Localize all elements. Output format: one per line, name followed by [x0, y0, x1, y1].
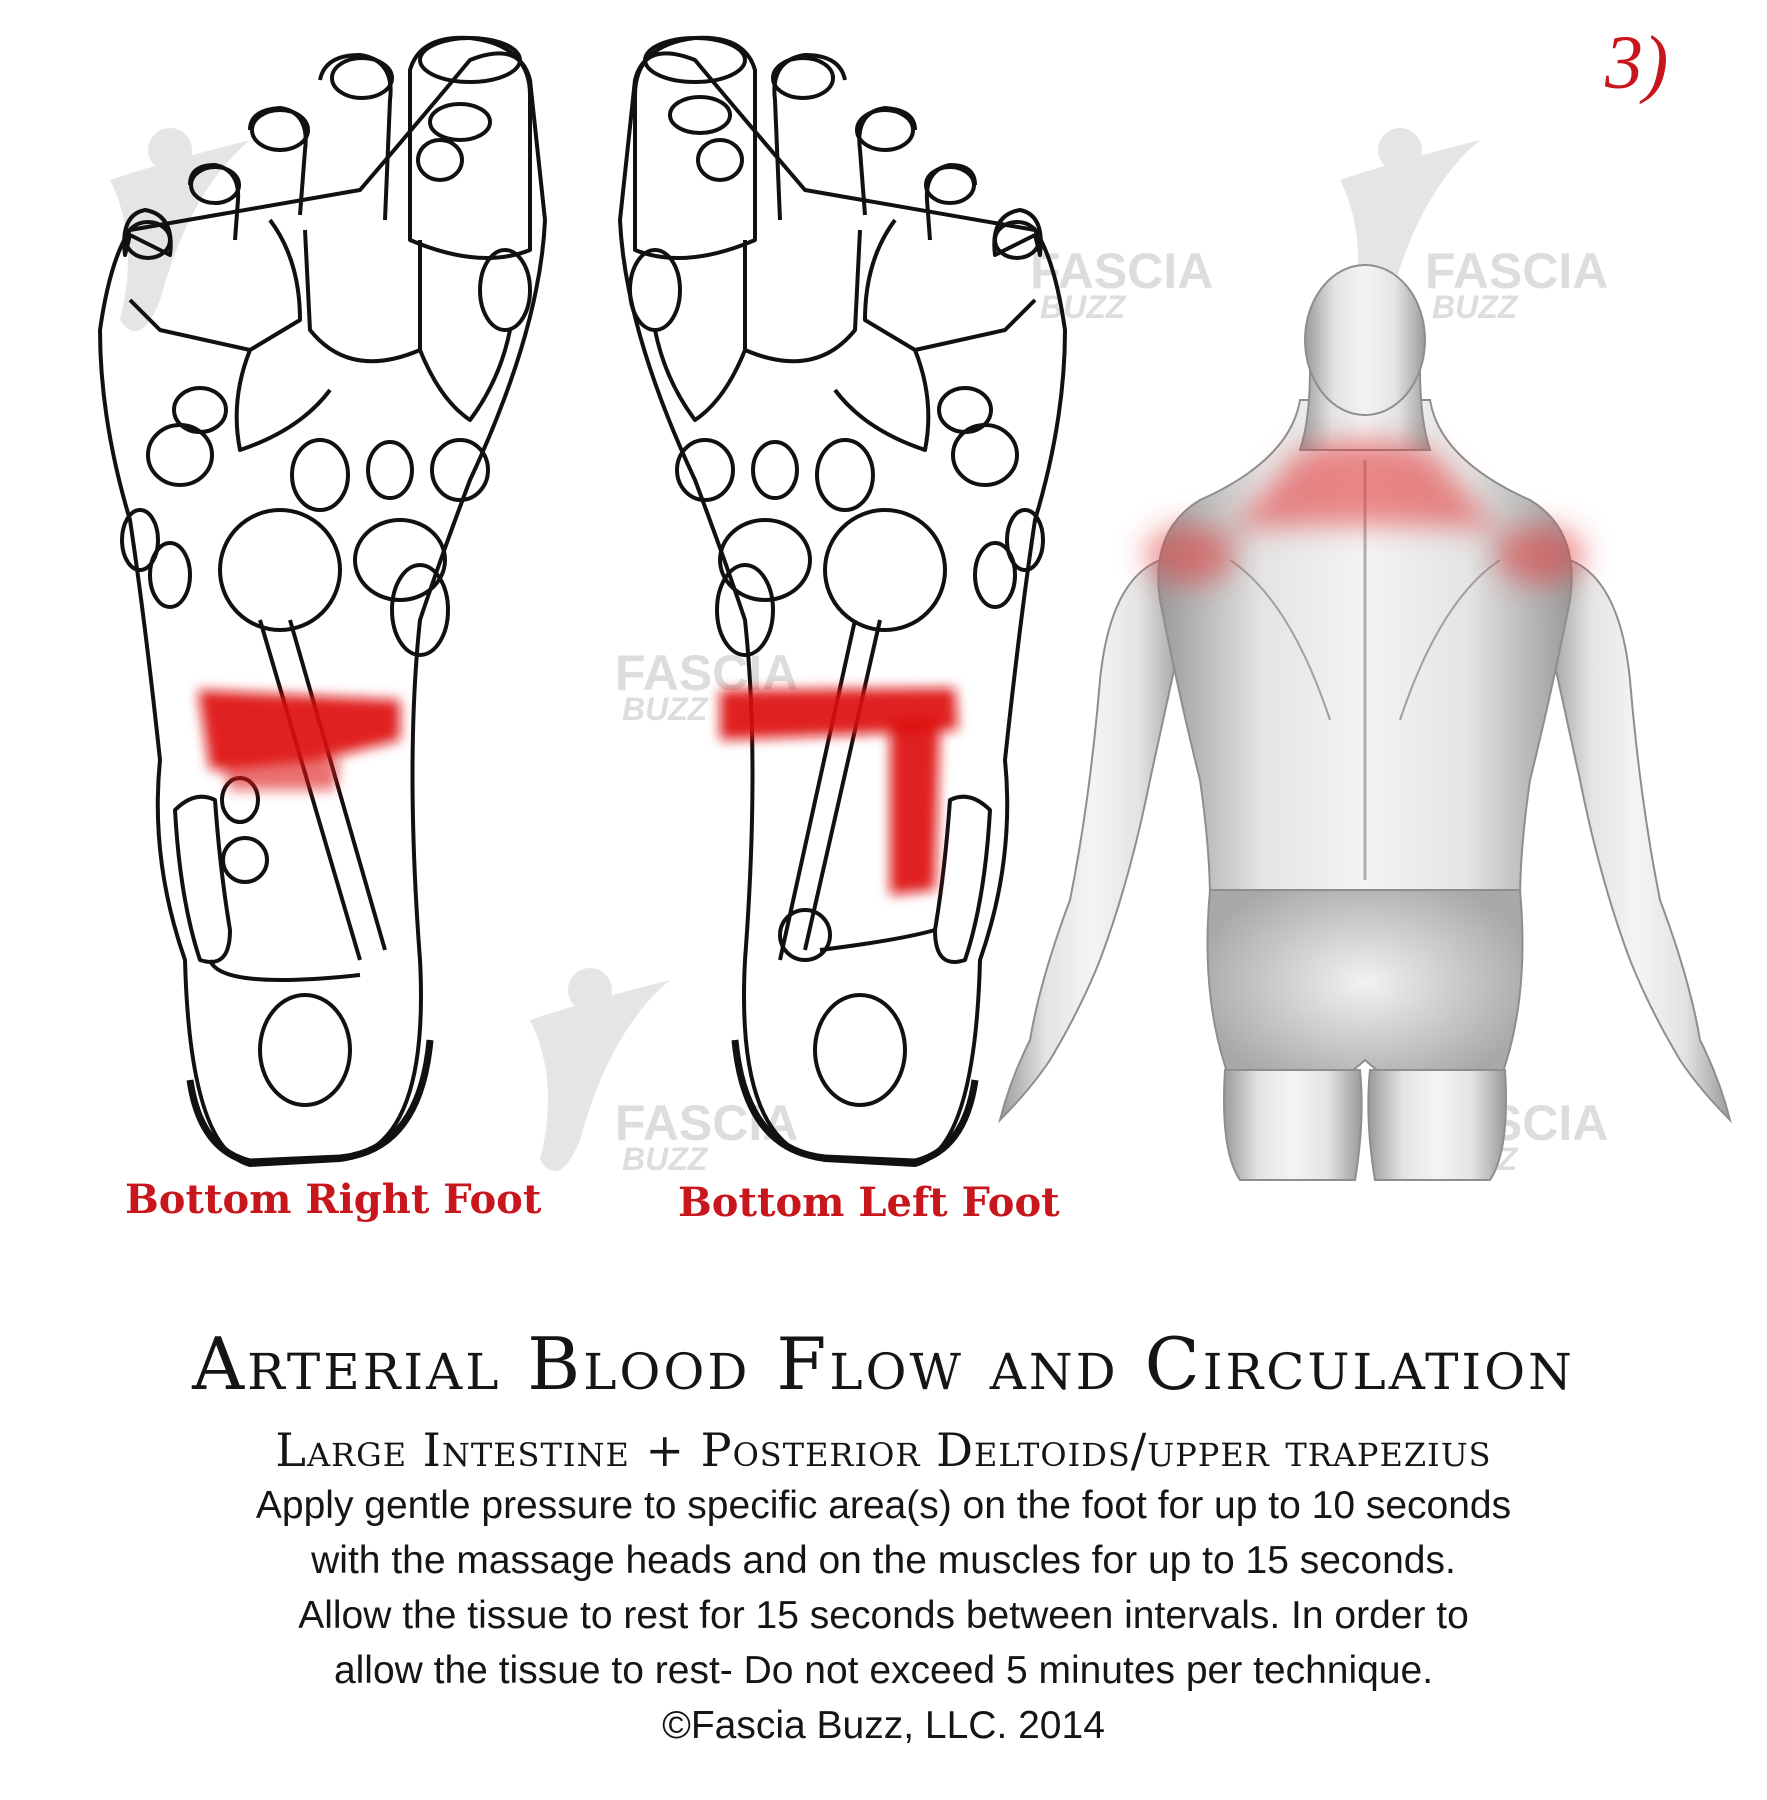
instruction-line: allow the tissue to rest- Do not exceed … [333, 1649, 1434, 1692]
watermark-logo [110, 128, 250, 332]
reflex-zone [668, 95, 732, 135]
left-foot-highlight [720, 688, 958, 895]
toe-tip [643, 36, 747, 84]
instruction-line: Allow the tissue to rest for 15 seconds … [298, 1594, 1469, 1637]
bottom-left-foot-label: Bottom Left Foot [678, 1179, 1060, 1226]
watermark-line1: FASCIA [1030, 243, 1213, 299]
bottom-right-foot-diagram [98, 35, 547, 1167]
toe-tip [124, 220, 172, 260]
watermark-line2: BUZZ [622, 691, 709, 727]
bottom-left-foot-diagram [618, 35, 1067, 1167]
watermark-line2: BUZZ [622, 1141, 709, 1177]
instructions: Apply gentle pressure to specific area(s… [60, 1478, 1707, 1753]
toe-tip [771, 56, 835, 100]
right-arm [1543, 558, 1732, 1124]
instruction-line: with the massage heads and on the muscle… [311, 1539, 1456, 1582]
reflex-zone [428, 102, 492, 142]
instruction-line: Apply gentle pressure to specific area(s… [255, 1484, 1512, 1527]
glutes [1206, 889, 1524, 1097]
right-foot-outline [98, 51, 547, 1167]
watermark-line2: BUZZ [1040, 289, 1127, 325]
toe-tip [189, 165, 241, 205]
left-thigh [1223, 1069, 1363, 1181]
watermark-logo [530, 968, 670, 1172]
human-back-figure [998, 264, 1732, 1181]
bottom-right-foot-label: Bottom Right Foot [125, 1176, 542, 1223]
right-foot-heel-edge [186, 1039, 434, 1166]
reflex-zone [478, 248, 532, 332]
right-foot-reflex-zones [120, 218, 512, 1107]
toe-tip [855, 108, 915, 152]
toe-tip [330, 56, 394, 100]
trapezius-deltoid-highlight [1145, 440, 1585, 585]
left-foot-reflex-zones [653, 218, 1045, 1107]
right-foot-toes [122, 35, 532, 332]
page-number: 3) [1605, 21, 1669, 105]
watermark-line2: BUZZ [1432, 289, 1519, 325]
reflex-zone [628, 248, 682, 332]
toe-tip [250, 108, 310, 152]
toe-tip [924, 165, 976, 205]
reflexology-illustration: FASCIA BUZZ FASCIA BUZZ FASCIA BUZZ FASC… [98, 35, 1732, 1181]
right-thigh [1367, 1069, 1507, 1181]
watermark-line1: FASCIA [1425, 243, 1608, 299]
toe-tip [993, 220, 1041, 260]
left-foot-outline [618, 51, 1067, 1167]
page-title: Arterial Blood Flow and Circulation [192, 1322, 1575, 1406]
toe-tip [418, 36, 522, 84]
shoulder-blade [1229, 559, 1501, 721]
reflex-zone [696, 138, 744, 182]
reflex-zone [416, 138, 464, 182]
left-foot-toes [628, 35, 1043, 332]
page-subtitle: Large Intestine + Posterior Deltoids/upp… [275, 1423, 1492, 1477]
head [1304, 264, 1426, 416]
right-foot-highlight [198, 690, 400, 790]
copyright-line: ©Fascia Buzz, LLC. 2014 [662, 1704, 1105, 1747]
left-arm [998, 558, 1187, 1124]
left-foot-heel-edge [731, 1039, 979, 1166]
